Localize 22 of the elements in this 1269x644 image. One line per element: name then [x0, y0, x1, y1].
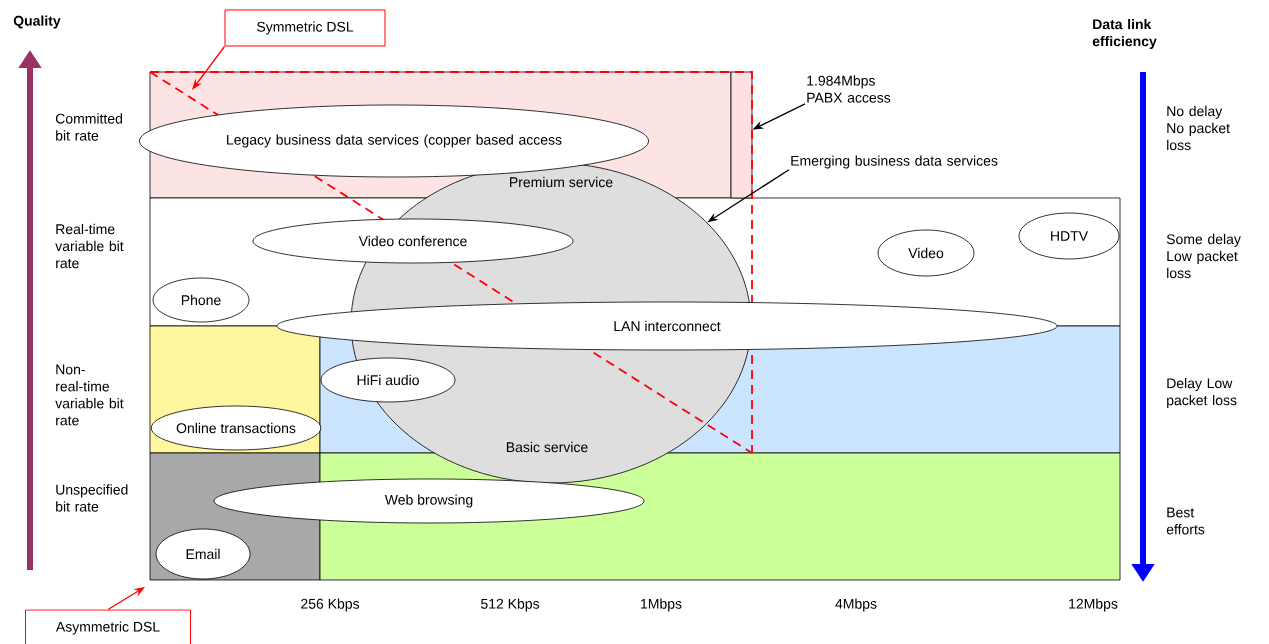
- arrow: [107, 587, 145, 611]
- callout-box: Asymmetric DSL: [25, 609, 191, 644]
- axis-label: Some delay Low packet loss: [1166, 233, 1241, 279]
- axis-label: Best efforts: [1166, 507, 1205, 535]
- axis-label: Delay Low packet loss: [1167, 377, 1237, 408]
- axis-label: Data link efficiency: [1092, 18, 1157, 49]
- note-text: Emerging business data services: [791, 155, 998, 169]
- axis-label: Real-time variable bit rate: [55, 223, 124, 269]
- axis-label: Non-real-time variable bit rate: [55, 364, 124, 426]
- axis-label: 512 Kbps: [481, 598, 540, 612]
- axis-label: 256 Kbps: [301, 598, 360, 612]
- axis-label: 12Mbps: [1069, 598, 1118, 612]
- axis-label: Quality: [13, 15, 61, 29]
- axis-label: 1Mbps: [641, 598, 682, 612]
- axis-label: No delay No packet loss: [1167, 105, 1230, 151]
- callout-box: Symmetric DSL: [224, 9, 386, 47]
- axis-label: Unspecified bit rate: [56, 484, 128, 512]
- note-text: 1.984Mbps PABX access: [807, 75, 891, 103]
- axis-label: Committed bit rate: [55, 113, 122, 141]
- pabx-strip: [730, 71, 753, 199]
- arrow: [192, 45, 226, 90]
- axis-label: 4Mbps: [835, 598, 877, 612]
